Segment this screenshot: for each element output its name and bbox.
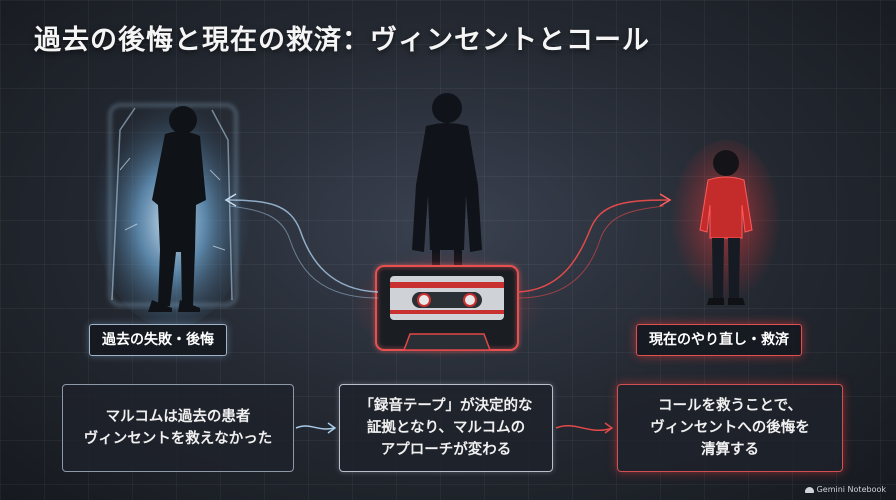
watermark: Gemini Notebook: [804, 485, 886, 494]
info-box-tape: 「録音テープ」が決定的な 証拠となり、マルコムの アプローチが変わる: [339, 384, 553, 472]
arrow-left-to-middle: [295, 422, 337, 434]
child-figure-icon: [699, 150, 753, 305]
label-past: 過去の失敗・後悔: [89, 324, 227, 356]
info-line: マルコムは過去の患者: [105, 409, 251, 425]
info-box-past: マルコムは過去の患者 ヴィンセントを救えなかった: [62, 384, 294, 472]
info-line: 証拠となり、マルコムの: [366, 420, 526, 436]
cassette-tape-icon: [352, 250, 542, 360]
connector-right: [517, 193, 672, 299]
watermark-text: Gemini Notebook: [816, 485, 886, 494]
coat-figure-icon: [412, 93, 482, 270]
info-line: ヴィンセントを救えなかった: [83, 431, 273, 447]
notebook-icon: [804, 486, 814, 493]
page-title: 過去の後悔と現在の救済：ヴィンセントとコール: [34, 25, 650, 56]
info-line: アプローチが変わる: [380, 442, 512, 458]
arrow-middle-to-right: [555, 422, 614, 434]
connector-left: [224, 193, 379, 299]
info-line: コールを救うことで、: [658, 398, 802, 414]
silhouette-figure-icon: [148, 106, 206, 312]
info-box-present: コールを救うことで、 ヴィンセントへの後悔を 清算する: [617, 384, 843, 472]
info-line: 清算する: [701, 442, 759, 458]
info-line: ヴィンセントへの後悔を: [650, 420, 810, 436]
label-present: 現在のやり直し・救済: [636, 324, 802, 356]
info-line: 「録音テープ」が決定的な: [359, 398, 533, 414]
